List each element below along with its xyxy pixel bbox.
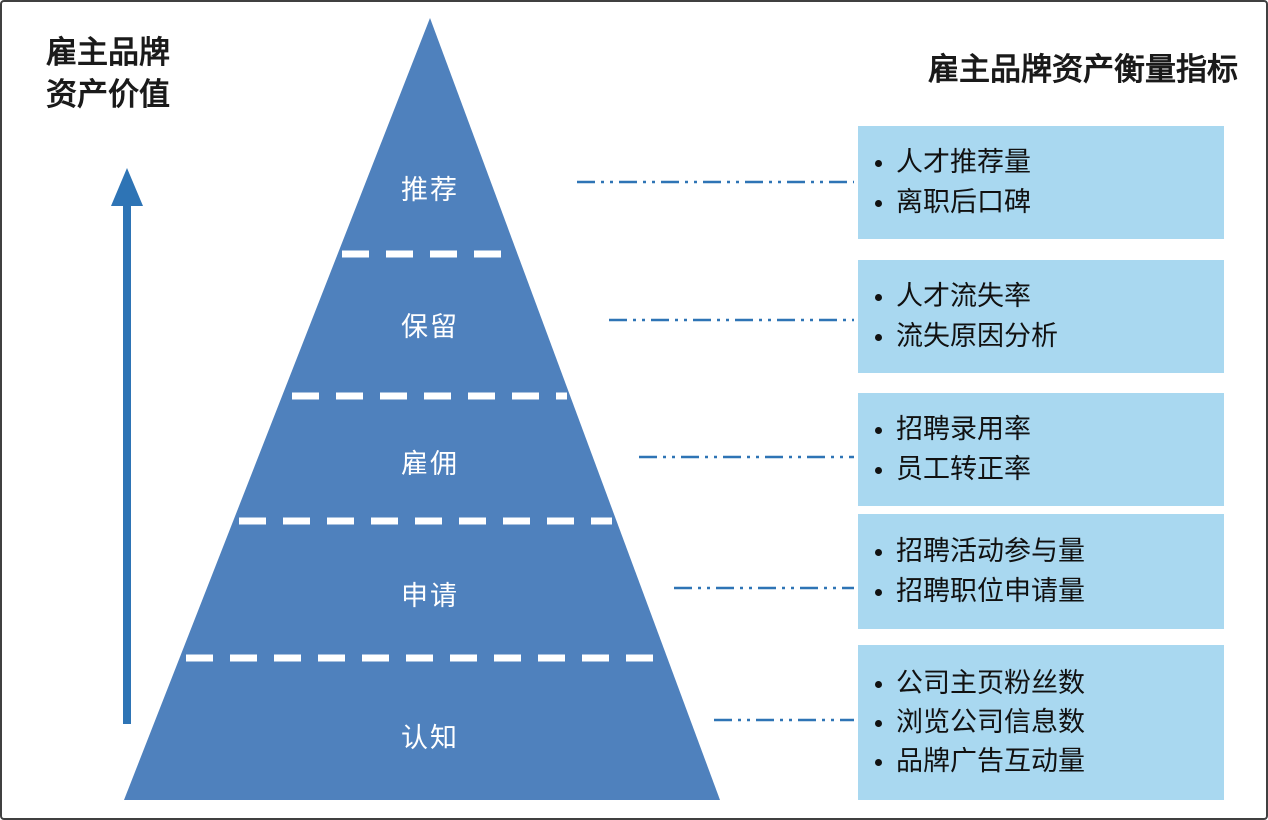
metric-item: 招聘职位申请量 bbox=[896, 572, 1085, 611]
metric-box-employ: 招聘录用率 员工转正率 bbox=[858, 393, 1224, 506]
metric-box-retain: 人才流失率 流失原因分析 bbox=[858, 260, 1224, 373]
level-label-employ: 雇佣 bbox=[401, 449, 459, 479]
level-label-apply: 申请 bbox=[401, 581, 459, 611]
right-title: 雇主品牌资产衡量指标 bbox=[928, 52, 1238, 87]
metric-item: 公司主页粉丝数 bbox=[896, 664, 1085, 703]
left-axis-title: 雇主品牌 资产价值 bbox=[46, 35, 170, 112]
value-arrow-head-icon bbox=[111, 168, 143, 206]
metric-item: 浏览公司信息数 bbox=[896, 703, 1085, 742]
metric-list: 招聘活动参与量 招聘职位申请量 bbox=[858, 532, 1085, 610]
metric-item: 离职后口碑 bbox=[896, 183, 1031, 222]
metric-list: 人才流失率 流失原因分析 bbox=[858, 277, 1058, 355]
metric-box-apply: 招聘活动参与量 招聘职位申请量 bbox=[858, 514, 1224, 629]
metric-box-awareness: 公司主页粉丝数 浏览公司信息数 品牌广告互动量 bbox=[858, 645, 1224, 800]
metric-item: 员工转正率 bbox=[896, 450, 1031, 489]
metric-list: 招聘录用率 员工转正率 bbox=[858, 410, 1031, 488]
level-label-recommend: 推荐 bbox=[401, 175, 459, 205]
metric-item: 人才推荐量 bbox=[896, 143, 1031, 182]
metric-item: 流失原因分析 bbox=[896, 317, 1058, 356]
level-label-awareness: 认知 bbox=[401, 723, 459, 753]
pyramid-shape bbox=[124, 18, 720, 800]
metric-list: 公司主页粉丝数 浏览公司信息数 品牌广告互动量 bbox=[858, 664, 1085, 781]
metric-item: 招聘活动参与量 bbox=[896, 532, 1085, 571]
metric-box-recommend: 人才推荐量 离职后口碑 bbox=[858, 126, 1224, 239]
metric-list: 人才推荐量 离职后口碑 bbox=[858, 143, 1031, 221]
metric-item: 人才流失率 bbox=[896, 277, 1058, 316]
metric-item: 品牌广告互动量 bbox=[896, 742, 1085, 781]
metric-item: 招聘录用率 bbox=[896, 410, 1031, 449]
level-label-retain: 保留 bbox=[401, 312, 459, 342]
